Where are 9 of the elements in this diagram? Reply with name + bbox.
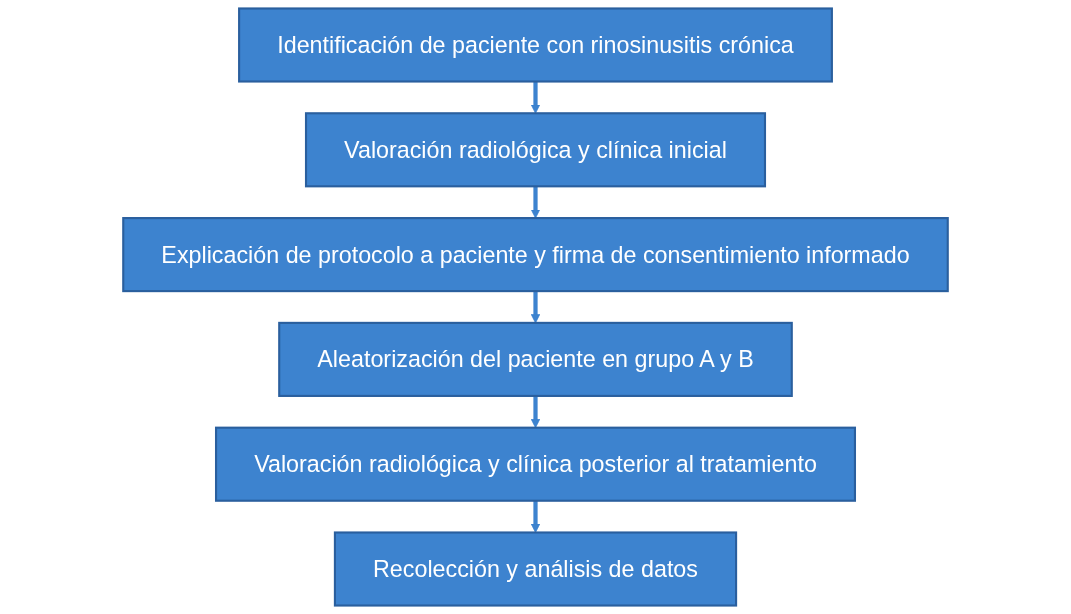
node-box: Explicación de protocolo a paciente y firma de consentimiento informado — [122, 217, 949, 293]
node-box: Valoración radiológica y clínica inicial — [304, 112, 767, 188]
node-box: Identificación de paciente con rinosinusitis crónica — [238, 7, 833, 83]
arrow — [530, 186, 541, 219]
node-box: Recolección y análisis de datos — [333, 531, 738, 607]
node-box: Valoración radiológica y clínica posterior al tratamiento — [215, 426, 856, 502]
node-box: Aleatorización del paciente en grupo A y B — [278, 321, 793, 397]
arrow — [530, 500, 541, 533]
arrow — [530, 81, 541, 114]
